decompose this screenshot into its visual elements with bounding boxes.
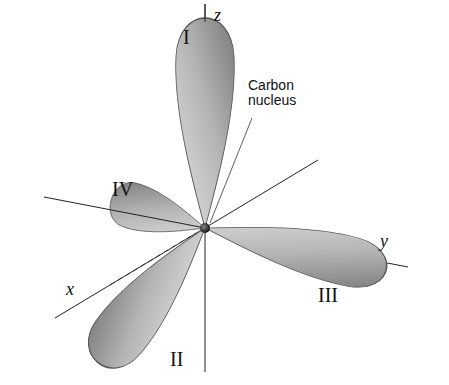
orbital-lobe bbox=[199, 204, 391, 294]
carbon-nucleus bbox=[200, 223, 210, 233]
lobe-number: III bbox=[318, 284, 338, 306]
axis-label: y bbox=[380, 232, 388, 252]
lobe-number: IV bbox=[112, 178, 133, 200]
lobe-number: I bbox=[183, 26, 190, 48]
callout-label: Carbon nucleus bbox=[248, 78, 312, 109]
leader-line bbox=[210, 118, 252, 223]
orbital-lobe bbox=[176, 18, 235, 228]
hidden-x-axis bbox=[110, 233, 196, 285]
orbital-lobe bbox=[76, 211, 227, 380]
lobe-number: II bbox=[170, 348, 183, 370]
axis-label: z bbox=[214, 6, 221, 26]
z-axis-tip bbox=[205, 4, 206, 22]
axis-label: x bbox=[66, 280, 74, 300]
